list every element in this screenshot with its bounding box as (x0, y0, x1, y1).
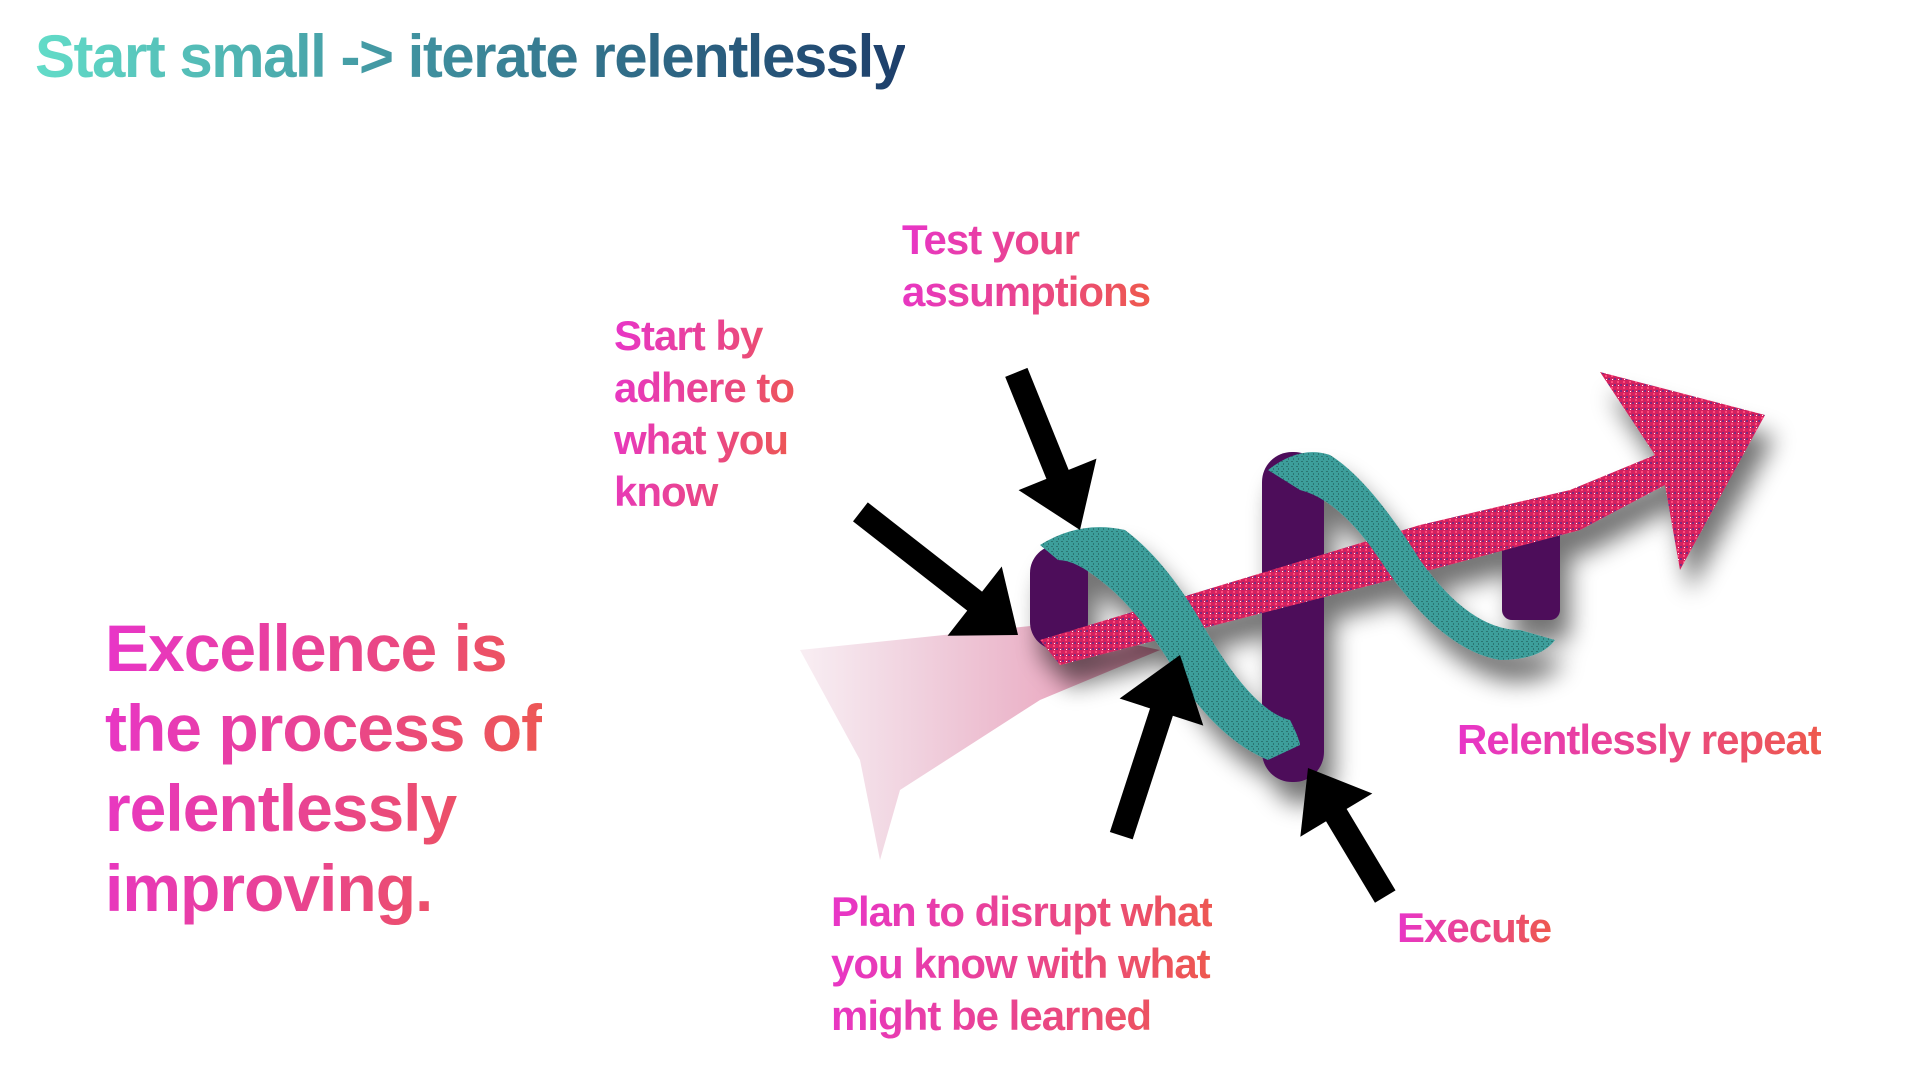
arrow-execute-pointer (1300, 768, 1396, 903)
label-line: know (614, 468, 718, 515)
label-execute: Execute (1397, 902, 1551, 954)
label-line: you know with what (831, 940, 1210, 987)
label-start-by: Start by adhere to what you know (614, 310, 794, 518)
label-relentlessly-repeat: Relentlessly repeat (1457, 714, 1821, 766)
label-line: Execute (1397, 904, 1552, 951)
spiral-ribbon (1040, 452, 1555, 760)
ribbon-back-panel (1262, 452, 1324, 782)
arrow-tail (800, 625, 1160, 860)
label-line: assumptions (902, 268, 1151, 315)
label-line: might be learned (831, 992, 1152, 1039)
label-line: Relentlessly repeat (1457, 716, 1821, 763)
arrow-start-pointer (853, 502, 1018, 636)
label-test-assumptions: Test your assumptions (902, 214, 1150, 318)
progress-arrow (1040, 372, 1765, 665)
label-line: Plan to disrupt what (831, 888, 1213, 935)
arrow-test-pointer (1005, 367, 1097, 530)
label-plan-to-disrupt: Plan to disrupt what you know with what … (831, 886, 1212, 1042)
label-line: what you (614, 416, 789, 463)
arrow-plan-pointer (1109, 655, 1204, 840)
label-line: adhere to (614, 364, 795, 411)
ribbon-back-panel (1030, 545, 1088, 650)
label-line: Test your (902, 216, 1079, 263)
label-line: Start by (614, 312, 763, 359)
slide-title: Start small -> iterate relentlessly (35, 23, 906, 90)
pointer-arrows (853, 367, 1396, 903)
